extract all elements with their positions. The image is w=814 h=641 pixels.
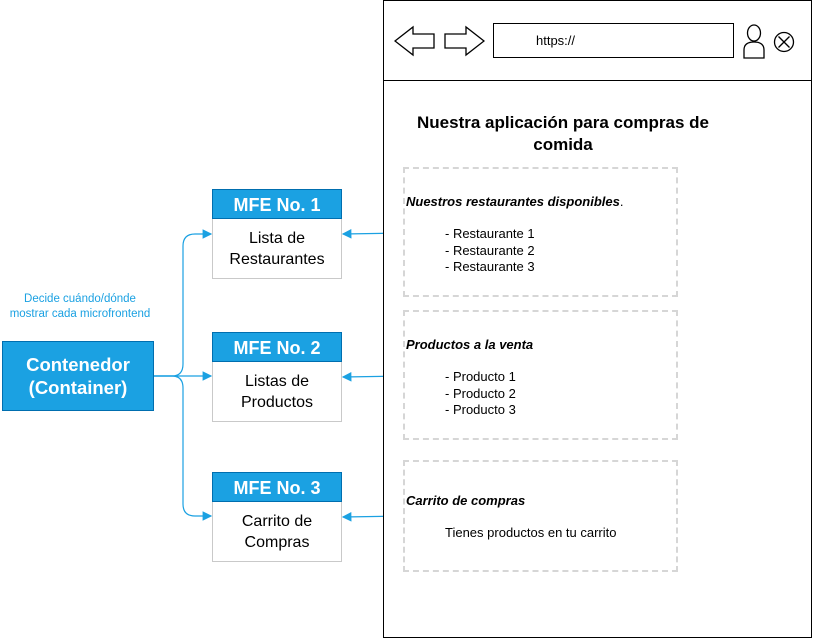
mfe-2-line2: Productos bbox=[240, 393, 314, 411]
list-item: - Restaurante 2 bbox=[445, 242, 535, 258]
mfe-3-title: MFE No. 3 bbox=[212, 472, 342, 502]
section-products-title: Productos a la venta bbox=[406, 337, 534, 352]
container-label-line1: Contenedor bbox=[26, 354, 130, 375]
section-products: Productos a la venta - Producto 1 - Prod… bbox=[403, 310, 678, 440]
mfe-3-line2: Compras bbox=[244, 533, 310, 551]
back-arrow-icon[interactable] bbox=[394, 25, 436, 57]
section-cart-text: Tienes productos en tu carrito bbox=[445, 525, 617, 540]
mfe-2: MFE No. 2 Listas de Productos bbox=[212, 332, 342, 422]
url-field[interactable]: https:// bbox=[493, 23, 734, 58]
page-title: Nuestra aplicación para compras de comid… bbox=[417, 113, 709, 154]
connector-container-mfe3 bbox=[153, 375, 213, 521]
mfe-1-title: MFE No. 1 bbox=[212, 189, 342, 219]
section-restaurants-title: Nuestros restaurantes disponibles. bbox=[406, 194, 623, 210]
mfe-3-line1: Carrito de bbox=[241, 512, 313, 530]
browser-toolbar: https:// bbox=[384, 1, 811, 81]
mfe-2-title: MFE No. 2 bbox=[212, 332, 342, 362]
forward-arrow-icon[interactable] bbox=[443, 25, 485, 57]
mfe-3: MFE No. 3 Carrito de Compras bbox=[212, 472, 342, 562]
section-restaurants: Nuestros restaurantes disponibles. - Res… bbox=[403, 167, 678, 297]
section-cart-title: Carrito de compras bbox=[406, 493, 526, 508]
section-restaurants-list: - Restaurante 1 - Restaurante 2 - Restau… bbox=[445, 226, 535, 276]
mfe-2-line1: Listas de bbox=[244, 372, 310, 390]
list-item: - Producto 3 bbox=[445, 402, 516, 417]
section-products-list: - Producto 1 - Producto 2 - Producto 3 bbox=[445, 369, 516, 419]
list-item: - Producto 2 bbox=[445, 385, 516, 401]
list-item: - Producto 1 bbox=[445, 369, 516, 384]
section-cart: Carrito de compras Tienes productos en t… bbox=[403, 460, 678, 572]
close-icon[interactable] bbox=[773, 31, 795, 53]
user-icon[interactable] bbox=[742, 24, 766, 60]
mfe-3-body: Carrito de Compras bbox=[212, 502, 342, 562]
mfe-1-body: Lista de Restaurantes bbox=[212, 219, 342, 279]
connector-container-mfe1 bbox=[153, 229, 213, 377]
list-item: - Restaurante 1 bbox=[445, 226, 535, 241]
section-restaurants-title-suffix: . bbox=[619, 194, 624, 209]
container-box: Contenedor (Container) bbox=[2, 341, 154, 411]
browser-window: https:// bbox=[383, 0, 812, 638]
mfe-1: MFE No. 1 Lista de Restaurantes bbox=[212, 189, 342, 279]
mfe-1-line2: Restaurantes bbox=[229, 250, 325, 268]
list-item: - Restaurante 3 bbox=[445, 259, 535, 274]
container-note: Decide cuándo/dónde mostrar cada microfr… bbox=[9, 293, 151, 320]
mfe-1-line1: Lista de bbox=[248, 229, 306, 247]
container-label-line2: (Container) bbox=[28, 377, 128, 398]
section-restaurants-title-text: Nuestros restaurantes disponibles bbox=[406, 194, 620, 209]
mfe-2-body: Listas de Productos bbox=[212, 362, 342, 422]
